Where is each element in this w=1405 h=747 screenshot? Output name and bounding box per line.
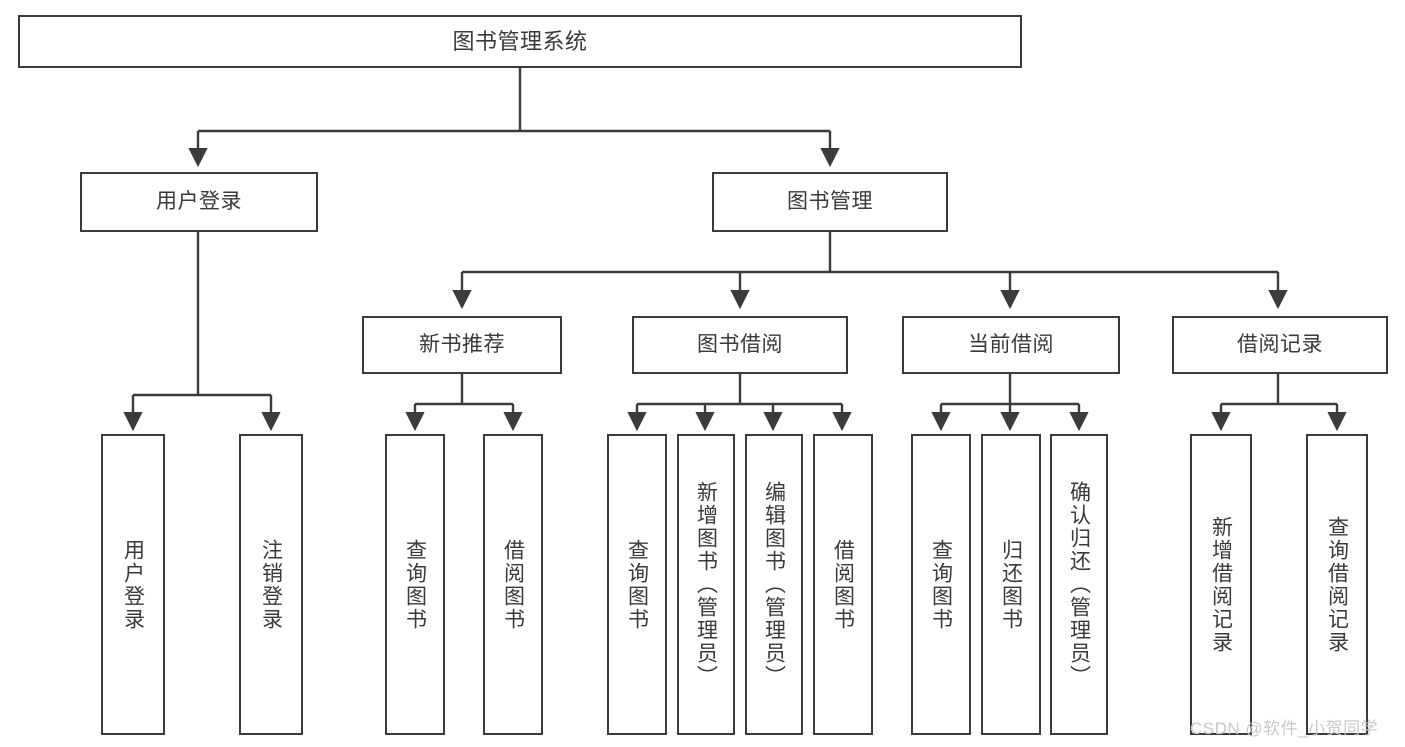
node-leaf-query-book-3[interactable]: 查询图书 [911, 434, 971, 735]
node-label: 当前借阅 [968, 332, 1054, 356]
node-label: 图书借阅 [697, 332, 783, 356]
node-leaf-user-login[interactable]: 用户登录 [101, 434, 165, 735]
node-leaf-add-book[interactable]: 新增图书（管理员） [677, 434, 735, 735]
node-label: 归还图书 [999, 538, 1023, 631]
node-leaf-query-book-1[interactable]: 查询图书 [385, 434, 445, 735]
node-book-manage[interactable]: 图书管理 [712, 172, 948, 232]
node-label: 新增借阅记录 [1209, 515, 1233, 654]
node-label: 查询图书 [625, 538, 649, 631]
node-label: 查询借阅记录 [1325, 515, 1349, 654]
node-current-borrow[interactable]: 当前借阅 [902, 316, 1120, 374]
node-leaf-borrow-book-1[interactable]: 借阅图书 [483, 434, 543, 735]
node-label: 编辑图书（管理员） [762, 481, 786, 688]
node-leaf-query-book-2[interactable]: 查询图书 [607, 434, 667, 735]
node-label: 借阅图书 [831, 538, 855, 631]
node-leaf-logout[interactable]: 注销登录 [239, 434, 303, 735]
node-book-borrow[interactable]: 图书借阅 [632, 316, 848, 374]
node-borrow-record[interactable]: 借阅记录 [1172, 316, 1388, 374]
node-leaf-return-book[interactable]: 归还图书 [981, 434, 1041, 735]
node-label: 新增图书（管理员） [694, 481, 718, 688]
node-label: 用户登录 [121, 538, 145, 631]
node-user-login[interactable]: 用户登录 [80, 172, 318, 232]
node-label: 图书管理系统 [452, 28, 588, 54]
node-label: 查询图书 [403, 538, 427, 631]
node-label: 新书推荐 [419, 332, 505, 356]
node-leaf-confirm-return[interactable]: 确认归还（管理员） [1050, 434, 1108, 735]
node-label: 用户登录 [156, 189, 242, 213]
node-new-book-recommend[interactable]: 新书推荐 [362, 316, 562, 374]
node-leaf-query-record[interactable]: 查询借阅记录 [1306, 434, 1368, 735]
node-label: 注销登录 [259, 538, 283, 631]
watermark-text: CSDN @软件_小贺同学 [1190, 719, 1379, 738]
node-leaf-borrow-book-2[interactable]: 借阅图书 [813, 434, 873, 735]
node-label: 确认归还（管理员） [1067, 481, 1091, 688]
node-leaf-edit-book[interactable]: 编辑图书（管理员） [745, 434, 803, 735]
node-label: 图书管理 [787, 189, 873, 213]
node-leaf-add-record[interactable]: 新增借阅记录 [1190, 434, 1252, 735]
node-label: 借阅图书 [501, 538, 525, 631]
node-label: 借阅记录 [1237, 332, 1323, 356]
node-root-system[interactable]: 图书管理系统 [18, 15, 1022, 68]
node-label: 查询图书 [929, 538, 953, 631]
